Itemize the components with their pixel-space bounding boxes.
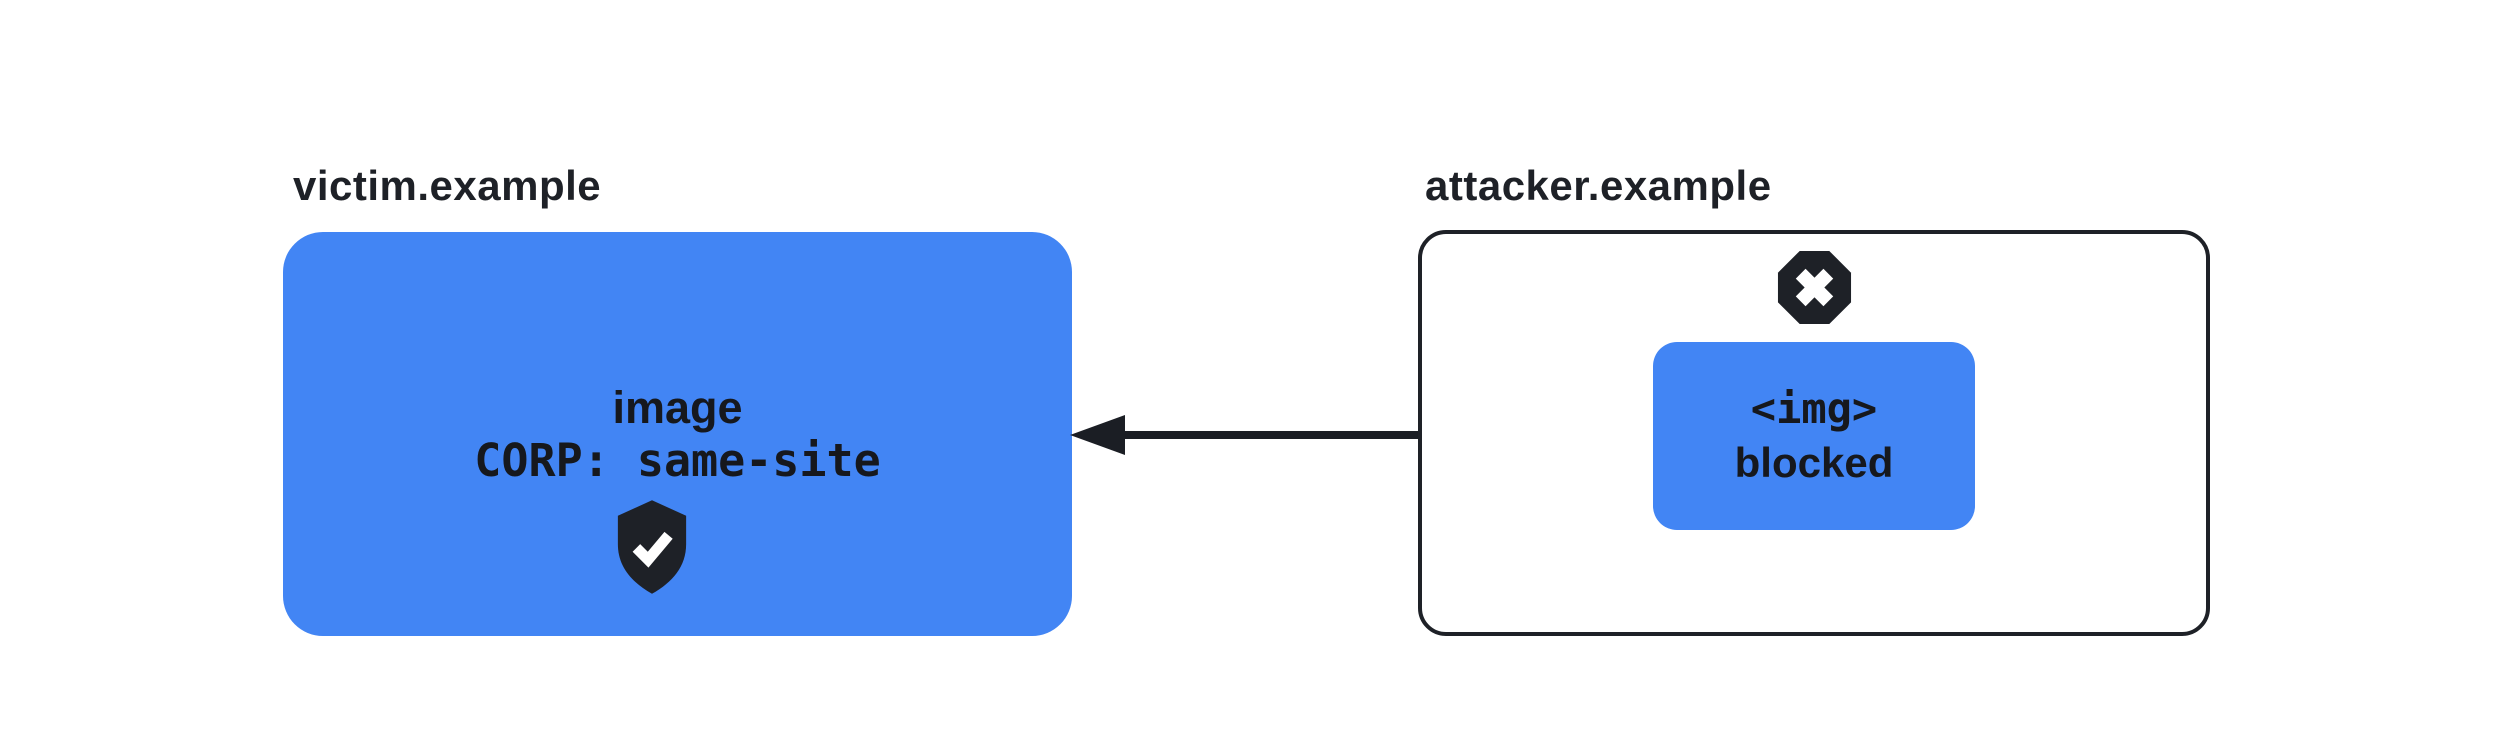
blocked-text: blocked [1734, 439, 1894, 486]
img-tag-text: <img> [1750, 384, 1878, 433]
octagon-x-blocked-icon [1775, 248, 1854, 327]
blocked-img-request-box: <img> blocked [1653, 342, 1975, 530]
victim-corp-header: CORP: same-site [474, 434, 881, 487]
attacker-site-label: attacker.example [1425, 162, 1772, 209]
victim-resource-type: image [612, 382, 743, 433]
victim-site-label: victim.example [293, 162, 602, 209]
shield-check-icon [613, 498, 691, 596]
victim-resource-box: image CORP: same-site [283, 232, 1072, 636]
